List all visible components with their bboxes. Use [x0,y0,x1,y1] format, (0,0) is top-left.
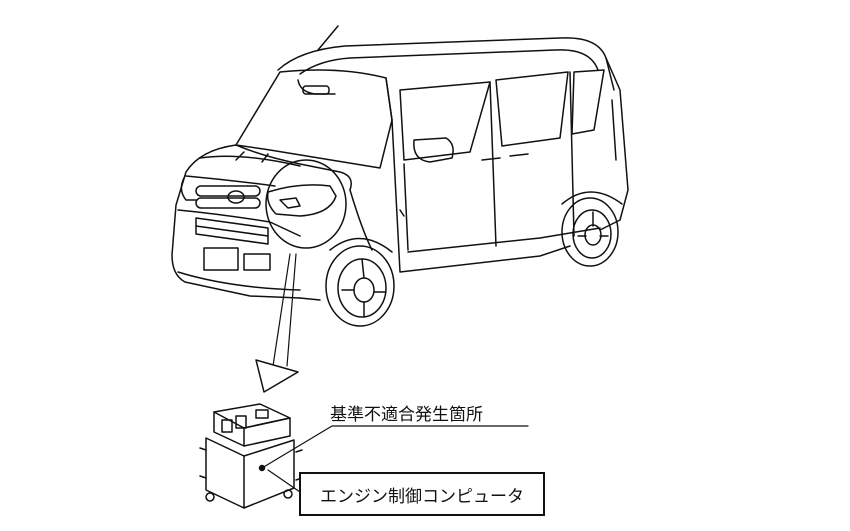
ecu-mount-hole-2 [283,489,293,499]
callout-leader-line [261,425,529,469]
arrow-head [255,359,299,393]
rear-door-handle [509,153,529,157]
side-sill-line [407,227,601,253]
intake-vent [243,253,271,271]
front-wheel-arch [329,237,393,253]
component-leader-line [267,469,301,493]
roof-inner-line [299,49,599,75]
ecu-connector-front [213,411,245,447]
ecu-pin-block-2 [235,415,247,429]
antenna [317,25,339,51]
front-door-bottom [391,119,571,273]
nonconformity-location-label: 基準不適合発生箇所 [330,405,483,425]
ecu-housing [205,437,295,509]
front-side-window [399,81,491,161]
lower-grille-bar [195,225,269,237]
quarter-window [571,69,605,135]
arrow-guide-line-left [272,253,291,367]
bumper-upper-line [177,209,301,237]
front-wheel [325,237,395,327]
ecu-mount-hole-1 [205,492,215,502]
hood-edge [235,144,352,191]
rear-wheel-arch [561,191,623,205]
arrow-guide-line-right [286,253,297,367]
rear-lamp-line [611,99,617,161]
license-plate [203,247,239,271]
rear-wheel [561,191,623,267]
vehicle-illustration [171,25,629,327]
ecu-pin-block-3 [255,409,269,419]
ecu-illustration [199,403,303,509]
component-name-label: エンジン制御コンピュータ [320,486,524,507]
b-pillar-line [489,81,497,247]
pointer-arrow [255,253,299,393]
rear-body-outline [599,57,629,231]
front-door-edge [403,163,409,251]
front-fender [349,189,373,251]
highlight-circle [265,159,347,249]
hood-crease [199,155,301,167]
side-marker [399,209,405,217]
roof-outline [277,37,615,91]
rocker-front [299,297,321,301]
side-mirror [413,137,454,163]
headlight-inner-lens [279,197,301,209]
windshield-sensor [302,85,330,95]
front-door-handle [481,157,501,161]
lower-grille [195,217,269,245]
ecu-connector-side [243,417,291,447]
fascia-top-line [185,175,276,187]
a-pillar [385,77,393,121]
rear-side-window [495,71,569,147]
ecu-connector-top [213,403,291,429]
ecu-mounting-tabs [199,447,303,481]
ecu-pin-block-1 [221,419,233,433]
sliding-door-edge [569,71,575,237]
front-body-outline [171,144,301,299]
right-headlight [266,184,337,217]
bumper-lower-line [177,271,301,291]
windshield [235,69,393,169]
left-headlight [180,177,197,201]
brand-emblem [227,190,245,204]
component-label-box: エンジン制御コンピュータ [299,472,545,516]
